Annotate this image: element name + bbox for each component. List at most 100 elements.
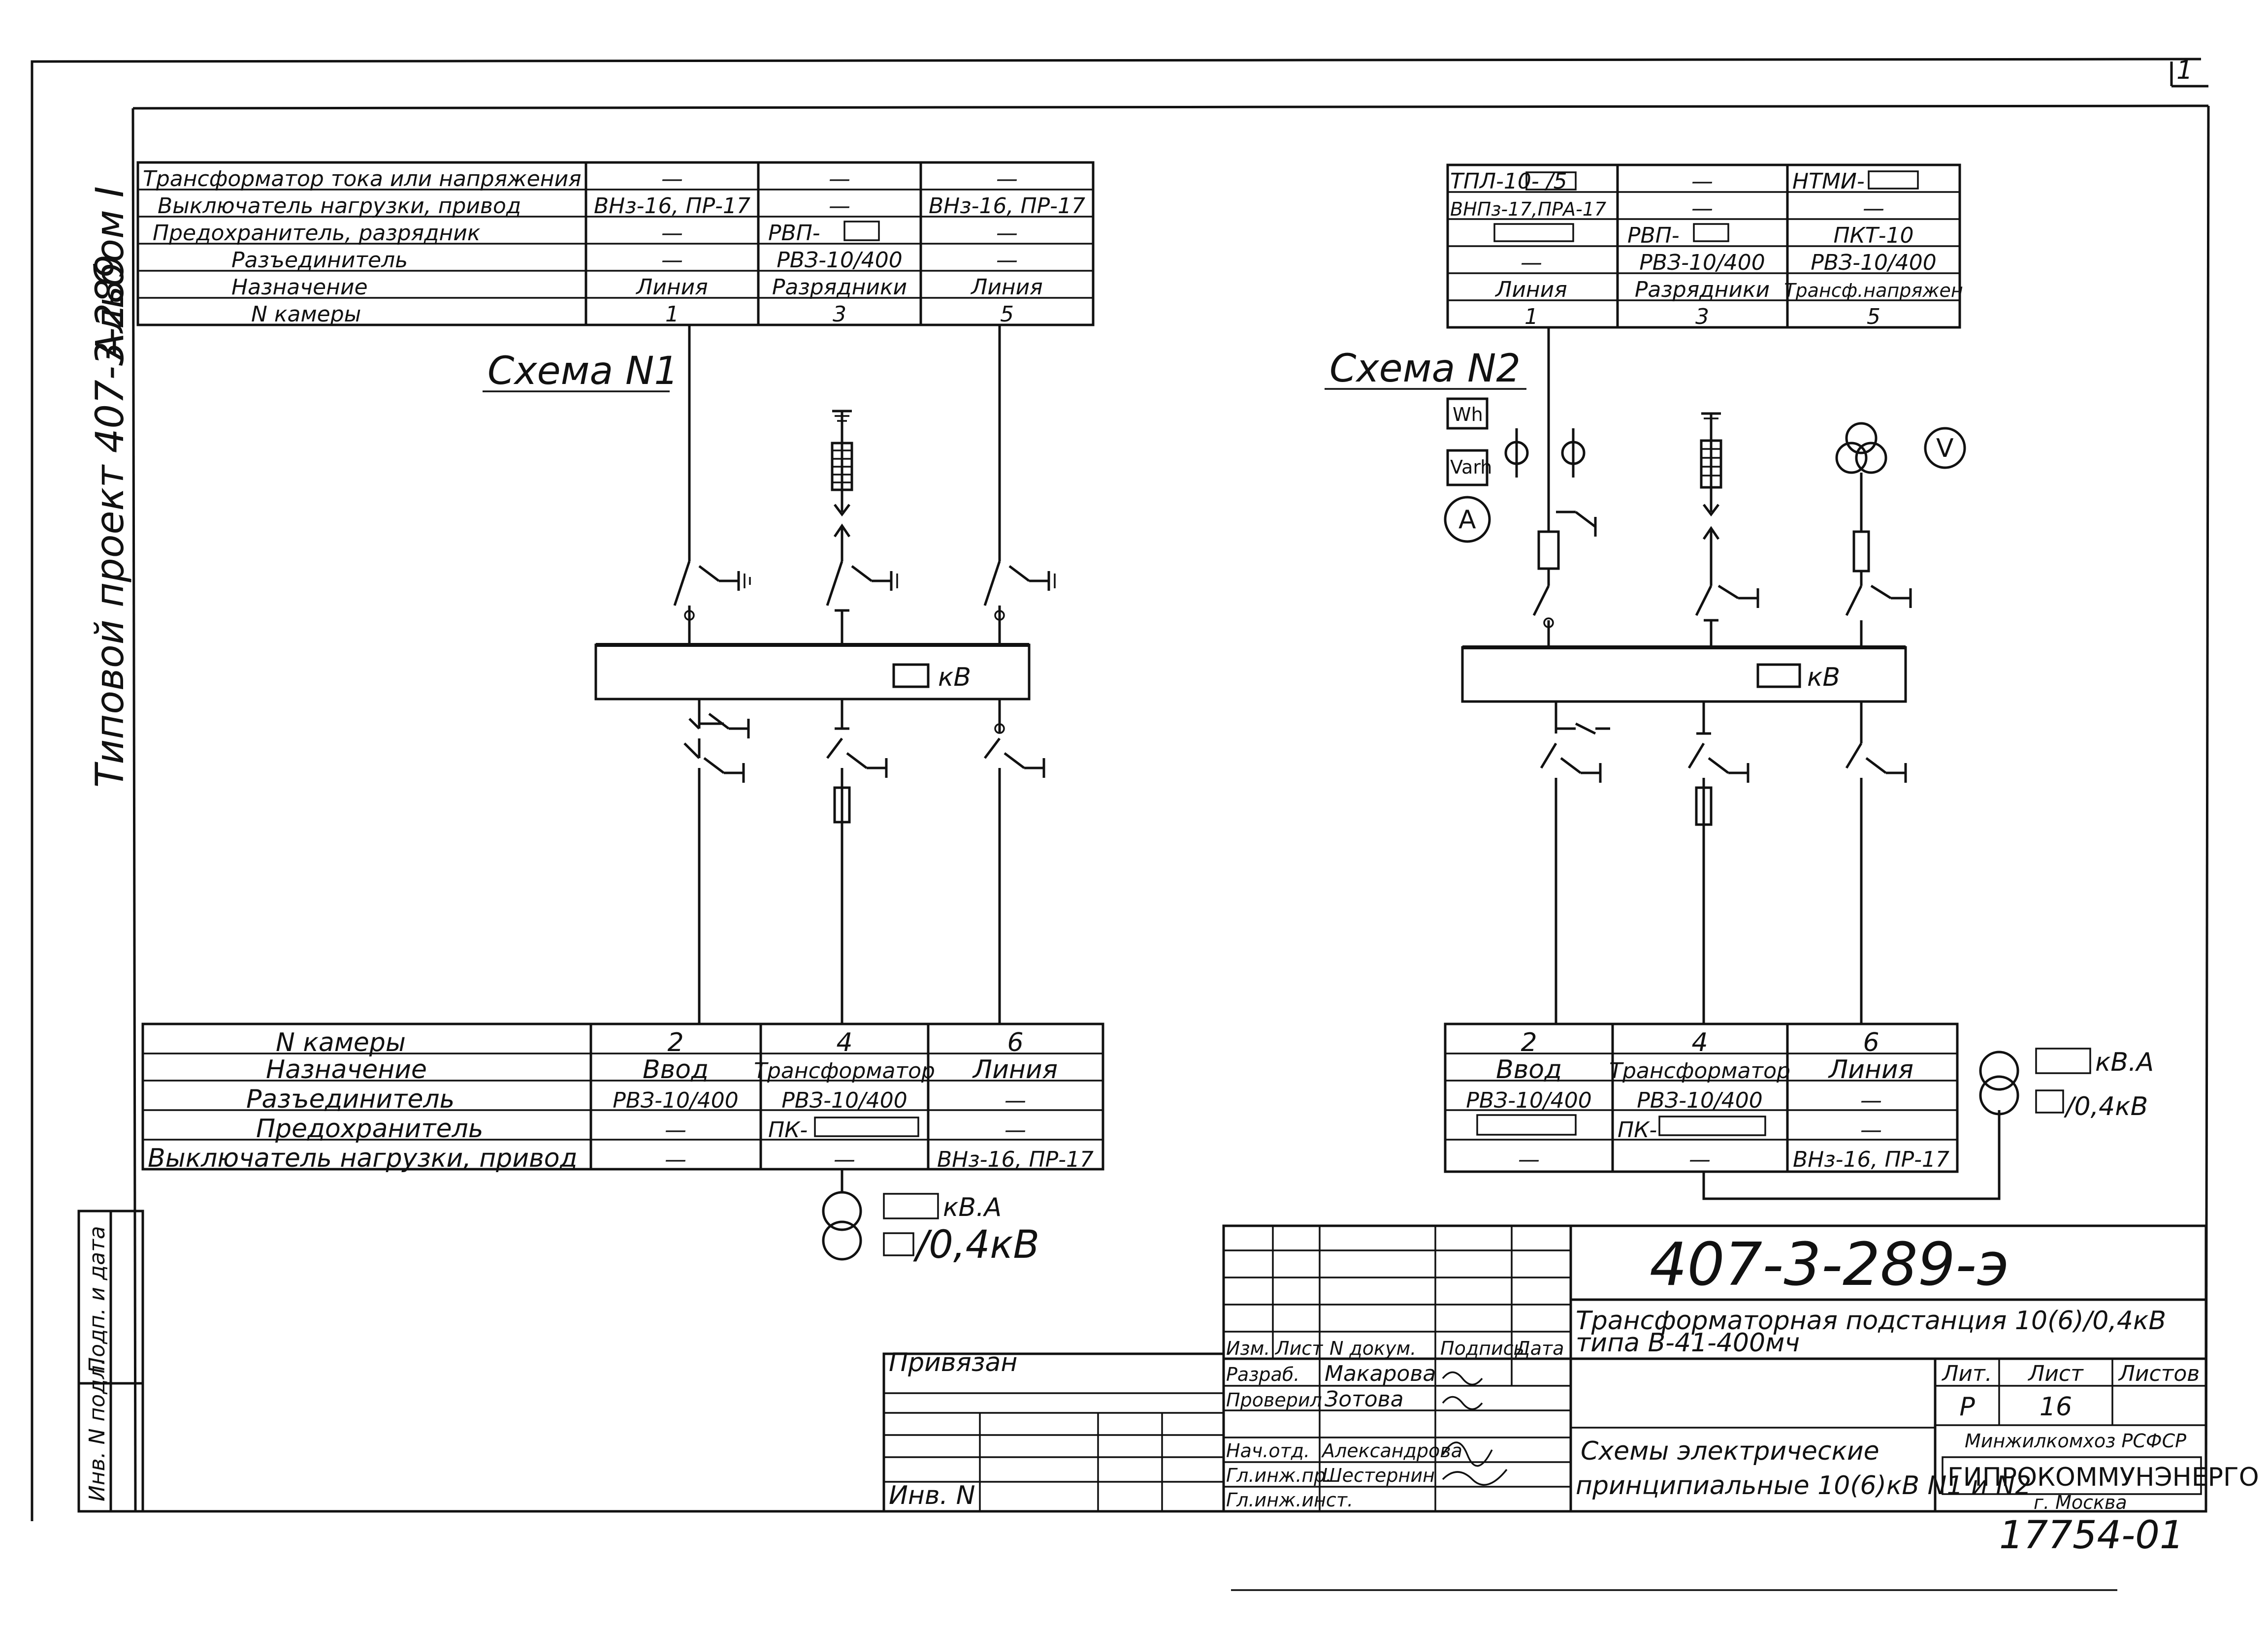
lit-header: Лит. <box>1941 1361 1992 1386</box>
varh-meter-label: Varh <box>1450 456 1492 478</box>
s2-cell: Линия <box>1494 277 1567 302</box>
s1b-cell: 2 <box>667 1028 683 1057</box>
s1b-cell: — <box>665 1147 686 1172</box>
stamp-header: N докум. <box>1329 1338 1416 1359</box>
s1-cell: 5 <box>1000 302 1014 327</box>
podp-data-label: Подп. и дата <box>85 1226 110 1373</box>
s1b-cell: РВЗ-10/400 <box>613 1088 739 1113</box>
stamp-name: Шестернин <box>1322 1465 1435 1486</box>
scheme1-title: Схема N1 <box>487 349 679 393</box>
s2b-cell: 6 <box>1863 1028 1879 1057</box>
s2-cell: 3 <box>1695 304 1709 329</box>
s1b-cell: ВНз-16, ПР-17 <box>937 1147 1094 1172</box>
scheme1-diagram: кВ <box>594 325 1056 1024</box>
s1b-cell: — <box>1004 1117 1026 1143</box>
s1-cell: — <box>661 221 683 246</box>
lit-header: Листов <box>2118 1361 2200 1386</box>
s2-cell: — <box>1691 169 1713 194</box>
s1-cell: — <box>996 221 1018 246</box>
s1-cell: 3 <box>833 302 846 327</box>
signature-2 <box>1442 1396 1483 1410</box>
s2-cell: Трансф.напряжен <box>1784 280 1963 301</box>
s2-cell: — <box>1691 196 1713 221</box>
s1-cell: Разрядники <box>772 275 907 300</box>
s1b-cell: Трансформатор <box>754 1058 935 1084</box>
s1-cell: Линия <box>970 275 1043 300</box>
s1-cell: — <box>829 193 850 219</box>
s1-cell: ВНз-16, ПР-17 <box>929 193 1085 219</box>
s1b-cell: 4 <box>836 1028 852 1057</box>
s1b-cell: — <box>1004 1088 1026 1113</box>
attached-label: Привязан <box>889 1348 1017 1377</box>
s2b-cell: — <box>1860 1117 1882 1143</box>
doc-title-2: типа В-41-400мч <box>1576 1328 1800 1358</box>
s1-row-label: Предохранитель, разрядник <box>153 221 481 246</box>
s1b-cell: РВЗ-10/400 <box>781 1088 907 1113</box>
s1-cell: РВЗ-10/400 <box>777 248 903 273</box>
s2b-cell: 4 <box>1691 1028 1708 1057</box>
s1-row-label: N камеры <box>251 302 361 327</box>
s1-row-label: Назначение <box>231 275 368 300</box>
side-project-label: Типовой проект 407-3-289 <box>88 255 132 788</box>
s2b-cell: Линия <box>1828 1055 1913 1085</box>
s1-tr-label: /0,4кВ <box>913 1223 1039 1267</box>
s2b-cell: Трансформатор <box>1609 1058 1790 1084</box>
inv-podl-label: Инв. N подл. <box>85 1358 110 1501</box>
s2-cell: — <box>1521 250 1542 275</box>
s2-tr-label: кВ.А <box>2095 1048 2154 1077</box>
s2b-cell: РВЗ-10/400 <box>1466 1088 1592 1113</box>
title-block: Привязан Инв. N 407-3-289-э Трансформато… <box>882 1224 2259 1513</box>
s1-cell: РВП- <box>768 221 820 246</box>
s1-cell: ВНз-16, ПР-17 <box>594 193 750 219</box>
stamp-role: Гл.инж.пр. <box>1226 1465 1331 1486</box>
s1b-row-label: Выключатель нагрузки, привод <box>148 1144 578 1173</box>
signature-3 <box>1442 1441 1493 1467</box>
sheet-title-1: Схемы электрические <box>1581 1436 1879 1466</box>
s1b-row-label: N камеры <box>276 1028 406 1057</box>
voltmeter-label: V <box>1936 434 1954 463</box>
inv-label: Инв. N <box>889 1481 975 1510</box>
s1b-row-label: Назначение <box>266 1055 427 1085</box>
s1-cell: — <box>996 166 1018 192</box>
s2-cell: 1 <box>1524 304 1538 329</box>
stamp-header: Дата <box>1515 1338 1564 1359</box>
s1b-cell: Линия <box>972 1055 1058 1085</box>
signature-1 <box>1442 1371 1483 1386</box>
sheet-corner: 1 <box>2176 56 2193 85</box>
stamp-header: Подпись <box>1440 1338 1524 1359</box>
scheme2-title: Схема N2 <box>1329 347 1521 391</box>
stamp-role: Разраб. <box>1226 1364 1299 1385</box>
s1-row-label: Трансформатор тока или напряжения <box>143 166 582 192</box>
s2b-cell: — <box>1518 1147 1540 1172</box>
stamp-role: Нач.отд. <box>1226 1440 1310 1462</box>
archive-number: 17754-01 <box>1999 1513 2184 1558</box>
s1b-cell: ПК- <box>768 1117 808 1143</box>
s1-bus-unit: кВ <box>938 663 971 692</box>
doc-title-1: Трансформаторная подстанция 10(6)/0,4кВ <box>1576 1306 2166 1336</box>
s2-cell: ПКТ-10 <box>1833 223 1913 248</box>
s1-row-label: Выключатель нагрузки, привод <box>158 193 521 219</box>
s1b-row-label: Разъединитель <box>246 1085 454 1114</box>
s1b-cell: Ввод <box>643 1055 709 1085</box>
s2-tr-label: /0,4кВ <box>2064 1092 2148 1121</box>
s2-cell: Разрядники <box>1635 277 1770 302</box>
scheme1-top-table: Трансформатор тока или напряжения Выключ… <box>136 161 1095 327</box>
s1b-cell: 6 <box>1007 1028 1023 1057</box>
s2b-cell: ПК- <box>1618 1117 1657 1143</box>
s1-cell: — <box>661 166 683 192</box>
scheme2-bottom-table: 2 Ввод РВЗ-10/400 — 4 Трансформатор РВЗ-… <box>1444 1022 2001 1200</box>
side-album-label: Альбом I <box>88 186 132 362</box>
s1-cell: — <box>661 248 683 273</box>
scheme2-top-table: ТПЛ-10- /5 ВНПз-17,ПРА-17 — Линия 1 — — … <box>1446 163 1963 329</box>
s2b-cell: — <box>1860 1088 1882 1113</box>
s2-cell: 5 <box>1867 304 1880 329</box>
s2-cell: ВНПз-17,ПРА-17 <box>1450 198 1606 220</box>
sheet-title-2: принципиальные 10(6)кВ N1 и N2 <box>1576 1471 2031 1500</box>
stamp-header: Изм. <box>1226 1338 1270 1359</box>
s2-cell: РВЗ-10/400 <box>1811 250 1937 275</box>
org-name: ГИПРОКОММУНЭНЕРГО <box>1947 1463 2259 1492</box>
s1-tr-label: кВ.А <box>943 1193 1002 1222</box>
s2b-cell: — <box>1689 1147 1711 1172</box>
s2-bus-unit: кВ <box>1807 663 1840 692</box>
